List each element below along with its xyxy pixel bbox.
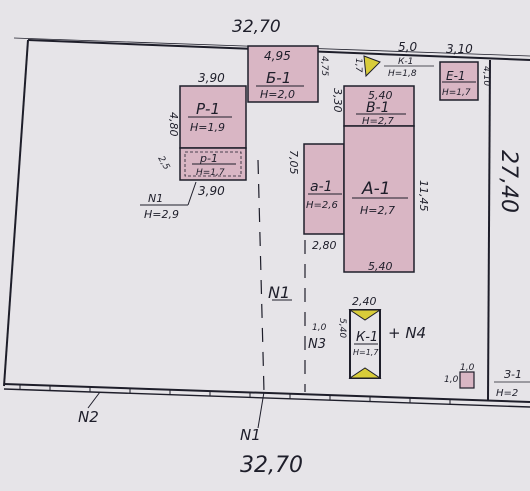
building-v1-name: В-1 xyxy=(366,100,390,116)
building-z1-depth: 1,0 xyxy=(444,375,459,385)
bottom-fence-ticks xyxy=(19,385,451,404)
building-a-main-width: 5,40 xyxy=(368,260,393,273)
building-p1-inner xyxy=(184,151,242,177)
building-v1-height: Н=2,7 xyxy=(362,116,394,127)
bottom-boundary-line-2 xyxy=(3,388,530,408)
building-a-main-depth: 11,45 xyxy=(417,180,430,212)
building-kw-depth: 5,40 xyxy=(337,318,347,338)
right-boundary-line xyxy=(487,59,491,401)
building-p1-height: Н=1,7 xyxy=(196,168,225,178)
label-n1-bottom: N1 xyxy=(240,426,261,444)
building-k1-width: 5,0 xyxy=(398,40,417,54)
building-e1-depth: 4,10 xyxy=(481,66,491,86)
left-boundary-line xyxy=(3,39,29,387)
plot-width-top: 32,70 xyxy=(232,17,281,37)
label-n4: + N4 xyxy=(388,324,426,342)
label-n3: N3 xyxy=(308,337,326,352)
building-v1-width: 5,40 xyxy=(368,89,393,102)
fence-n1-label: N1 xyxy=(148,192,163,205)
building-e1-name: Е-1 xyxy=(446,69,466,83)
building-e1-width: 3,10 xyxy=(446,42,473,56)
building-a1-height: Н=2,6 xyxy=(306,200,338,211)
building-a1-depth: 7,05 xyxy=(287,150,300,175)
building-p1-name: р-1 xyxy=(199,152,218,165)
building-kw-small: 1,0 xyxy=(312,323,327,333)
building-v1-depth: 3,30 xyxy=(331,88,344,113)
plot-depth-right: 27,40 xyxy=(496,150,521,213)
inner-divide-line xyxy=(257,159,265,393)
building-r1-width: 3,90 xyxy=(198,71,225,85)
building-k1-height: Н=1,8 xyxy=(388,69,417,79)
label-n1-leader xyxy=(257,391,265,429)
building-r1-name: Р-1 xyxy=(196,100,220,118)
building-z1 xyxy=(459,371,475,389)
building-b1 xyxy=(247,45,319,103)
building-kw-name: К-1 xyxy=(356,330,378,345)
building-e1 xyxy=(439,61,479,101)
building-a1-name: а-1 xyxy=(310,179,333,195)
building-k1-depth: 1,7 xyxy=(353,58,363,73)
bottom-boundary-line xyxy=(3,383,530,403)
building-b1-width: 4,95 xyxy=(264,49,291,63)
building-e1-height: Н=1,7 xyxy=(442,88,471,98)
building-r1-height: Н=1,9 xyxy=(190,121,225,134)
building-k1-name: К-1 xyxy=(398,57,413,67)
building-a1-width: 2,80 xyxy=(312,239,337,252)
building-k1-marker xyxy=(363,55,381,78)
building-r1-depth: 4,80 xyxy=(167,112,180,137)
building-z1-name: З-1 xyxy=(504,368,522,381)
building-b1-height: Н=2,0 xyxy=(260,88,295,101)
building-a-main xyxy=(343,125,415,273)
building-kw-width: 2,40 xyxy=(352,295,377,308)
building-z1-width: 1,0 xyxy=(460,363,475,373)
building-b1-depth: 4,75 xyxy=(319,56,329,76)
building-p1-width: 3,90 xyxy=(198,184,225,198)
building-b1-name: Б-1 xyxy=(266,69,291,87)
building-a-main-name: А-1 xyxy=(361,179,391,199)
label-n1-inside: N1 xyxy=(268,283,290,302)
building-a-main-height: Н=2,7 xyxy=(360,204,395,217)
building-kw-marker-bottom xyxy=(348,367,382,379)
fence-n1-leader xyxy=(187,181,197,206)
building-kw-marker-top xyxy=(348,309,382,321)
label-n2-leader xyxy=(87,391,101,409)
building-kw-height: Н=1,7 xyxy=(353,348,379,357)
label-n2: N2 xyxy=(78,408,99,426)
plot-width-bottom: 32,70 xyxy=(240,453,303,478)
building-z1-height: Н=2 xyxy=(496,388,518,399)
fence-n1-height: Н=2,9 xyxy=(144,208,179,221)
